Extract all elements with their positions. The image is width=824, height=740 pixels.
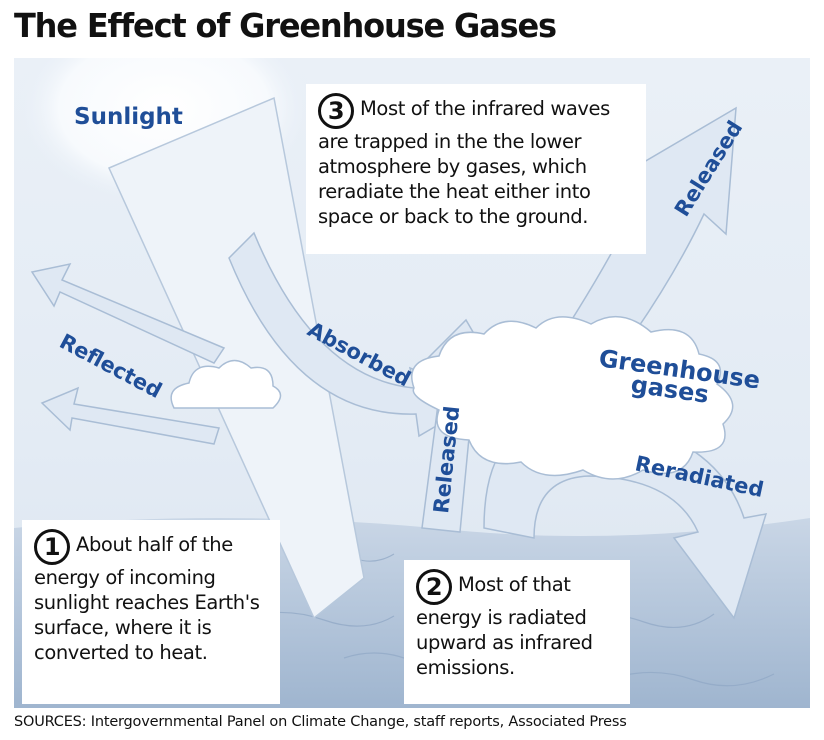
sources-credit: SOURCES: Intergovernmental Panel on Clim… [14, 714, 627, 730]
step-1-number: 1 [34, 529, 70, 565]
small-cloud [170, 359, 282, 409]
step-3-number: 3 [318, 93, 354, 129]
step-1-text: About half of the energy of incoming sun… [34, 533, 260, 664]
greenhouse-cloud [411, 315, 734, 480]
reflected-arrow-lower [40, 386, 220, 445]
step-2-text: Most of that energy is radiated upward a… [416, 573, 593, 679]
reflected-arrow-upper [30, 262, 226, 364]
label-sunlight: Sunlight [74, 104, 183, 130]
step-3-text: Most of the infrared waves are trapped i… [318, 97, 610, 228]
incoming-sunlight-beam [107, 96, 365, 620]
diagram-title: The Effect of Greenhouse Gases [14, 6, 557, 45]
step-2-number: 2 [416, 569, 452, 605]
